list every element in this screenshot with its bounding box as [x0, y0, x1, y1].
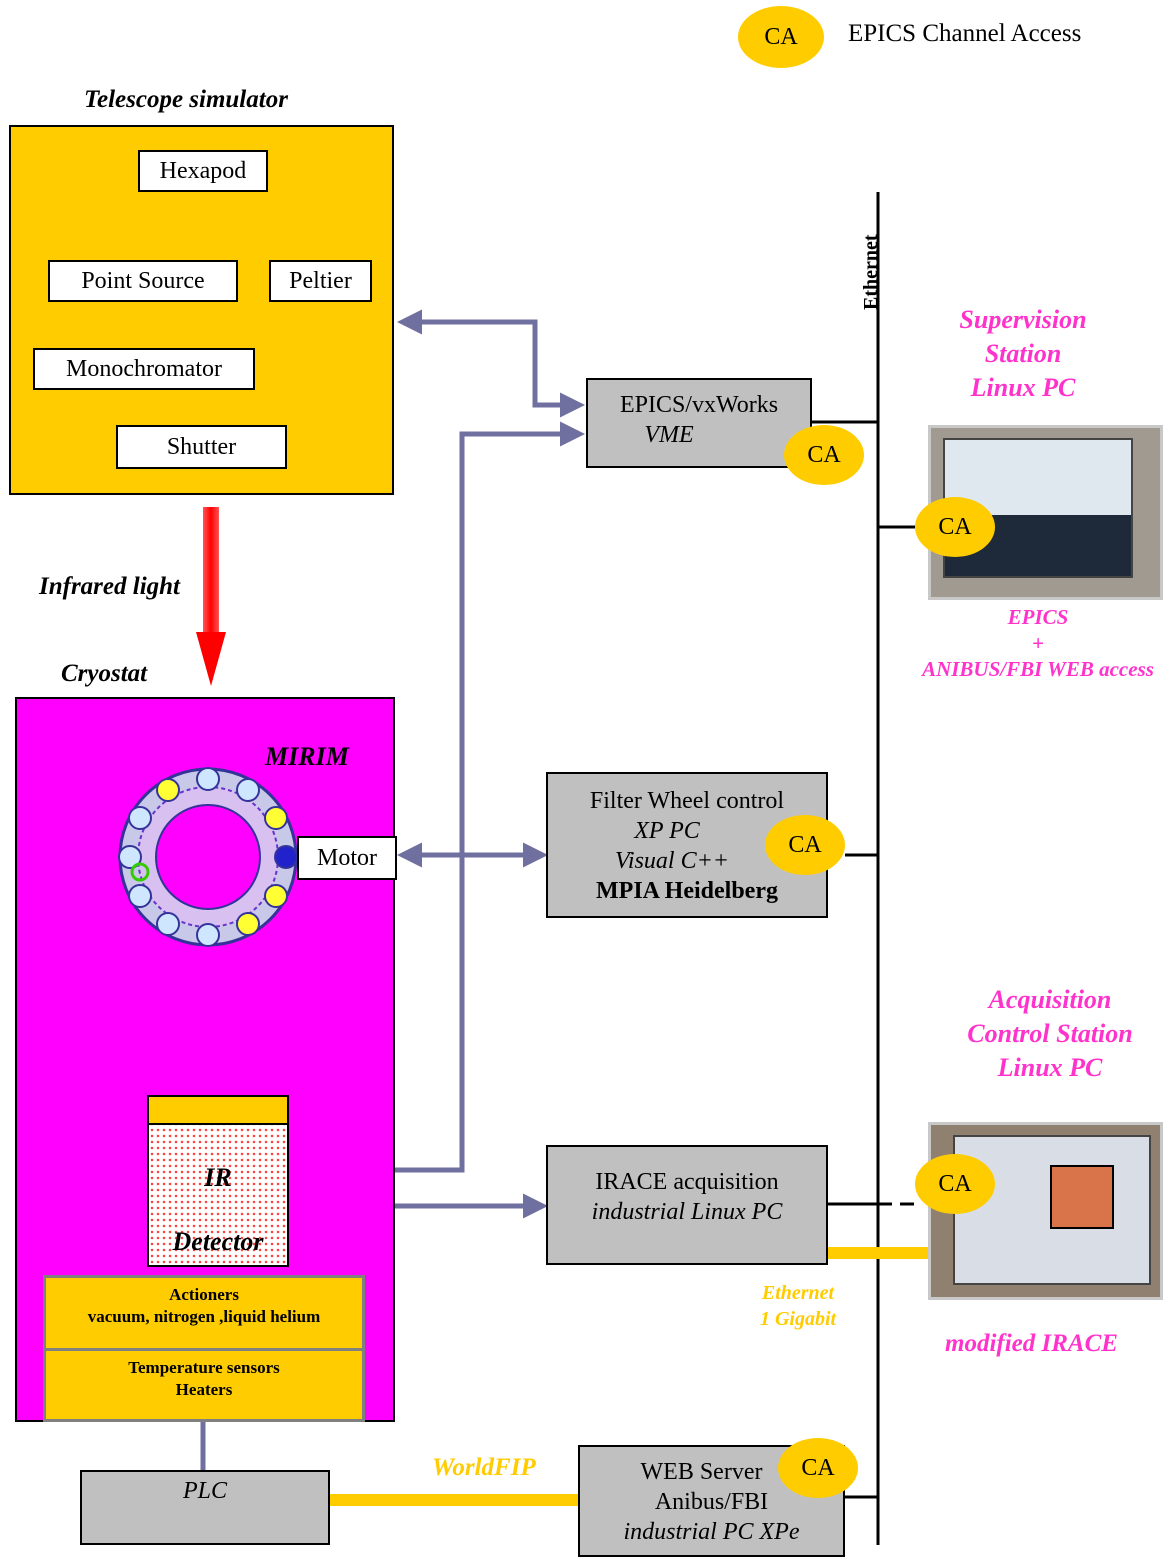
- filter-wheel-line4: MPIA Heidelberg: [596, 878, 778, 904]
- actioners-subtitle: vacuum, nitrogen ,liquid helium: [87, 1307, 321, 1326]
- supervision-line2: Station: [984, 339, 1062, 368]
- acquisition-station-label: Acquisition Control Station Linux PC: [935, 983, 1165, 1085]
- acquisition-line2: Control Station: [967, 1019, 1133, 1048]
- peltier-box: Peltier: [269, 260, 372, 302]
- detector-header: [149, 1097, 287, 1125]
- monochromator-box: Monochromator: [33, 348, 255, 390]
- telescope-title: Telescope simulator: [84, 86, 288, 113]
- legend-text: EPICS Channel Access: [848, 20, 1082, 47]
- infrared-arrow-head: [196, 632, 226, 686]
- supervision-caption: EPICS + ANIBUS/FBI WEB access: [900, 604, 1176, 682]
- web-server-line1: WEB Server: [640, 1459, 763, 1485]
- supervision-station-label: Supervision Station Linux PC: [928, 303, 1118, 405]
- wire-telescope-epics: [397, 309, 585, 418]
- supervision-line3: Linux PC: [970, 373, 1076, 402]
- supervision-caption-line2: +: [1032, 631, 1044, 655]
- detector-label-ir: IR: [204, 1163, 232, 1192]
- ethernet-gigabit-line2: 1 Gigabit: [759, 1308, 837, 1330]
- acquisition-ca-bubble: CA: [915, 1154, 995, 1214]
- worldfip-label: WorldFIP: [432, 1454, 536, 1481]
- modified-irace-label: modified IRACE: [945, 1330, 1118, 1357]
- epics-vme-line2: VME: [644, 422, 694, 448]
- ethernet-gigabit-label: Ethernet 1 Gigabit: [738, 1280, 858, 1332]
- motor-box: Motor: [297, 836, 397, 880]
- heaters-label: Heaters: [175, 1380, 233, 1399]
- filter-wheel-line3: Visual C++: [615, 848, 729, 874]
- epics-vme-line1: EPICS/vxWorks: [619, 392, 779, 418]
- filter-wheel-line2: XP PC: [634, 818, 700, 844]
- actioners-title: Actioners: [169, 1285, 239, 1304]
- supervision-monitor: [928, 425, 1163, 600]
- actioners-box: Actioners vacuum, nitrogen ,liquid heliu…: [43, 1275, 365, 1351]
- infrared-light-label: Infrared light: [39, 573, 181, 600]
- acquisition-screen: [953, 1135, 1151, 1285]
- detector-label-detector: Detector: [172, 1227, 264, 1256]
- filter-wheel-ca-bubble: CA: [765, 815, 845, 875]
- epics-vme-box: EPICS/vxWorks VME: [586, 378, 812, 468]
- web-server-line3: industrial PC XPe: [623, 1519, 800, 1545]
- legend-ca-bubble: CA: [738, 6, 824, 68]
- legend-ca-label: CA: [764, 23, 798, 50]
- cryostat-title: Cryostat: [61, 660, 148, 687]
- irace-box: IRACE acquisition industrial Linux PC: [546, 1145, 828, 1265]
- ir-detector: IR Detector: [147, 1095, 289, 1267]
- shutter-box: Shutter: [116, 425, 287, 469]
- acquisition-screen-image: [1050, 1165, 1114, 1229]
- acquisition-line1: Acquisition: [988, 985, 1112, 1014]
- temperature-box: Temperature sensors Heaters: [43, 1348, 365, 1422]
- ethernet-gigabit-line1: Ethernet: [761, 1282, 835, 1304]
- irace-line2: industrial Linux PC: [591, 1199, 783, 1225]
- supervision-caption-line3: ANIBUS/FBI WEB access: [922, 657, 1154, 681]
- filter-wheel-line1: Filter Wheel control: [589, 788, 785, 814]
- epics-vme-ca-bubble: CA: [784, 425, 864, 485]
- irace-line1: IRACE acquisition: [595, 1169, 779, 1195]
- supervision-caption-line1: EPICS: [1007, 605, 1069, 629]
- web-server-ca-bubble: CA: [778, 1438, 858, 1498]
- plc-label: PLC: [182, 1478, 227, 1504]
- infrared-arrow-shaft: [203, 507, 219, 635]
- acquisition-line3: Linux PC: [997, 1053, 1103, 1082]
- hexapod-box: Hexapod: [138, 150, 268, 192]
- supervision-line1: Supervision: [959, 305, 1087, 334]
- mirim-label: MIRIM: [265, 742, 349, 771]
- point-source-box: Point Source: [48, 260, 238, 302]
- web-server-line2: Anibus/FBI: [654, 1489, 769, 1515]
- ethernet-label: Ethernet: [860, 234, 882, 310]
- supervision-ca-bubble: CA: [915, 497, 995, 557]
- plc-box: PLC: [80, 1470, 330, 1545]
- filter-wheel-icon: [113, 762, 303, 952]
- temperature-sensors-label: Temperature sensors: [128, 1358, 280, 1377]
